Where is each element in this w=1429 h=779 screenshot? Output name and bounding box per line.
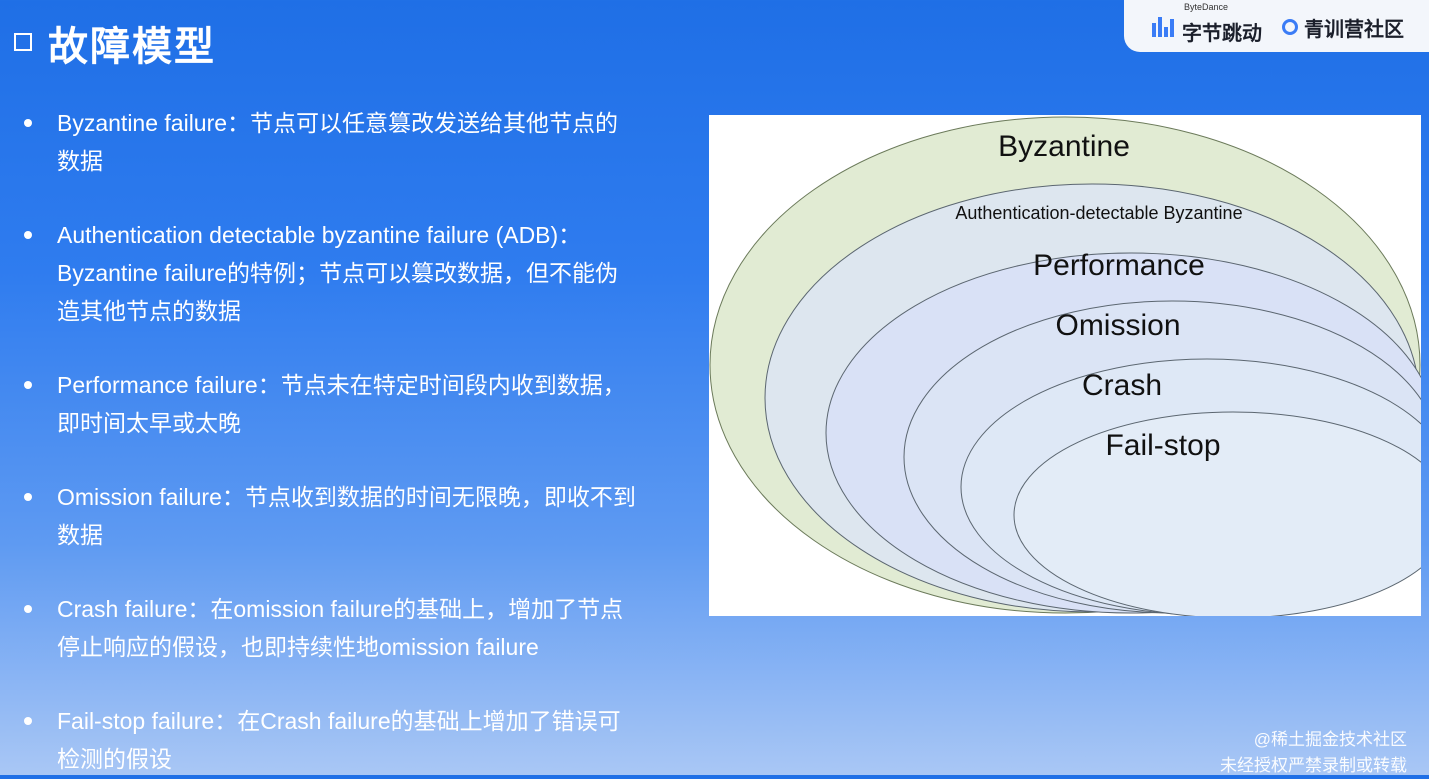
label-crash: Crash	[1082, 369, 1162, 402]
bullet-text: Fail-stop failure：在Crash failure的基础上增加了错…	[57, 708, 621, 772]
failure-model-diagram: Byzantine Authentication-detectable Byza…	[709, 115, 1421, 616]
bytedance-logo-icon	[1152, 15, 1174, 37]
bullet-dot-icon	[24, 717, 32, 725]
brand-name: 字节跳动	[1182, 22, 1262, 45]
bullet-dot-icon	[24, 231, 32, 239]
bullet-text: Performance failure：节点未在特定时间段内收到数据，即时间太早…	[57, 372, 626, 436]
label-byzantine: Byzantine	[998, 130, 1130, 163]
bullet-dot-icon	[24, 381, 32, 389]
footer-line-1: @稀土掘金技术社区	[1253, 730, 1407, 749]
bullet-item: Performance failure：节点未在特定时间段内收到数据，即时间太早…	[20, 366, 640, 442]
bullet-item: Authentication detectable byzantine fail…	[20, 216, 640, 330]
bullet-dot-icon	[24, 605, 32, 613]
label-omission: Omission	[1055, 309, 1180, 342]
page-title: 故障模型	[48, 25, 216, 69]
bullet-text: Authentication detectable byzantine fail…	[57, 222, 619, 324]
bullet-item: Crash failure：在omission failure的基础上，增加了节…	[20, 590, 640, 666]
community-name: 青训营社区	[1304, 18, 1404, 41]
bullet-dot-icon	[24, 493, 32, 501]
brand-bar: ByteDance 字节跳动 青训营社区	[1124, 0, 1429, 52]
bullet-text: Omission failure：节点收到数据的时间无限晚，即收不到数据	[57, 484, 636, 548]
brand-sub: ByteDance	[1184, 2, 1229, 12]
ellipse-fail-stop	[1013, 411, 1421, 616]
bullet-item: Byzantine failure：节点可以任意篡改发送给其他节点的数据	[20, 104, 640, 180]
bullet-item: Fail-stop failure：在Crash failure的基础上增加了错…	[20, 702, 640, 778]
label-fail-stop: Fail-stop	[1105, 429, 1220, 462]
bullet-dot-icon	[24, 119, 32, 127]
bullet-text: Crash failure：在omission failure的基础上，增加了节…	[57, 596, 624, 660]
label-authentication-detectable: Authentication-detectable Byzantine	[955, 203, 1242, 223]
nested-ellipses-svg: Byzantine Authentication-detectable Byza…	[709, 116, 1421, 616]
label-performance: Performance	[1033, 249, 1205, 282]
title-checkbox-icon	[14, 33, 32, 51]
bullet-text: Byzantine failure：节点可以任意篡改发送给其他节点的数据	[57, 110, 619, 174]
bullet-item: Omission failure：节点收到数据的时间无限晚，即收不到数据	[20, 478, 640, 554]
footer-watermark: @稀土掘金技术社区 未经授权严禁录制或转载	[1220, 727, 1407, 779]
community-logo-icon	[1282, 19, 1298, 35]
footer-line-2: 未经授权严禁录制或转载	[1220, 756, 1407, 775]
